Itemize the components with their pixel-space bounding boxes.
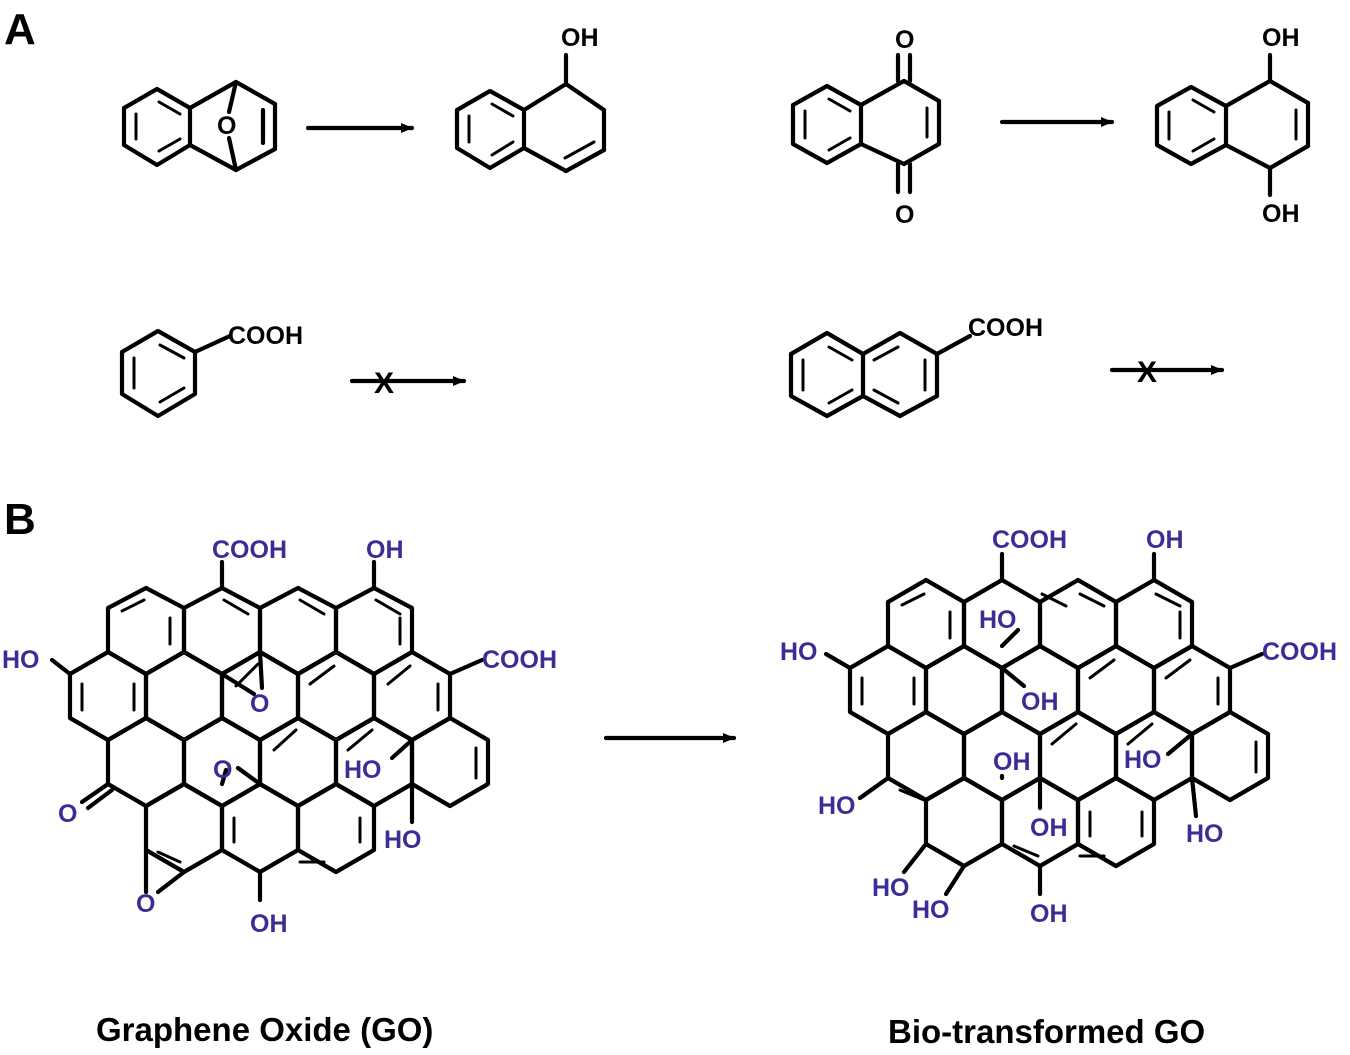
go-functional-group-bonds — [49, 559, 485, 903]
go-epoxy-bottom-label: O — [136, 890, 155, 918]
bridge-oxygen-label: O — [217, 112, 236, 140]
go-cooh-right-label: COOH — [482, 646, 557, 674]
bio-cooh-right-label: COOH — [1262, 638, 1337, 666]
carboxyl-label: COOH — [228, 322, 303, 350]
oh-label: OH — [561, 24, 599, 52]
oxabenzonorbornadiene-molecule: O — [121, 79, 278, 173]
panel-a-label: A — [4, 5, 36, 54]
go-cooh-top-label: COOH — [212, 536, 287, 564]
panel-b-label: B — [4, 495, 36, 544]
bio-oh-center-low-label: OH — [1030, 814, 1068, 842]
naphthoquinone-molecule: O O — [790, 26, 942, 229]
reaction-a1: O OH — [121, 24, 607, 174]
bio-ho-left-label: HO — [780, 638, 818, 666]
bio-ho-inner-label: HO — [979, 606, 1017, 634]
go-ho-left-label: HO — [2, 646, 40, 674]
bio-ho-lower-left-label: HO — [818, 792, 856, 820]
no-reaction-mark: X — [1137, 356, 1157, 389]
go-functional-groups: COOH OH HO COOH O O HO HO O O OH — [2, 536, 557, 938]
bio-go-caption: Bio-transformed GO — [888, 1013, 1205, 1050]
hydroxyl-top-label: OH — [1262, 24, 1300, 52]
go-caption: Graphene Oxide (GO) — [96, 1011, 433, 1048]
carboxyl-label: COOH — [968, 314, 1043, 342]
bio-oh-center-label: OH — [993, 748, 1031, 776]
reaction-a2: O O OH OH — [790, 24, 1311, 229]
go-aromatic-bonds — [80, 598, 478, 864]
go-ho-right-label: HO — [344, 756, 382, 784]
naphthoic-acid-molecule: COOH — [788, 314, 1043, 419]
bio-ho-right-label: HO — [1124, 746, 1162, 774]
go-ho-lower-right-label: HO — [384, 826, 422, 854]
go-ketone-label: O — [58, 800, 77, 828]
bio-oh-inner-label: OH — [1021, 688, 1059, 716]
hydroxyl-bottom-label: OH — [1262, 200, 1300, 228]
bio-oh-top-label: OH — [1146, 526, 1184, 554]
bio-go-functional-group-bonds — [823, 551, 1265, 897]
benzoic-acid-molecule: COOH — [119, 322, 303, 419]
go-epoxy-mid-label: O — [213, 756, 232, 784]
go-epoxy-center-label: O — [250, 690, 269, 718]
carbonyl-oxygen-top-label: O — [895, 26, 914, 54]
go-oh-bottom-label: OH — [250, 910, 288, 938]
bio-go-functional-groups: COOH OH HO HO OH COOH OH HO HO OH HO HO … — [780, 526, 1337, 928]
reaction-a3: COOH X — [119, 322, 467, 419]
reaction-a4: COOH X — [788, 314, 1225, 419]
graphene-oxide-structure: COOH OH HO COOH O O HO HO O O OH — [2, 536, 557, 938]
carbonyl-oxygen-bottom-label: O — [895, 201, 914, 229]
dihydronaphthalenediol-molecule: OH OH — [1154, 24, 1311, 228]
bio-ho-bottom-left-2-label: HO — [912, 896, 950, 924]
bio-ho-bottom-left-1-label: HO — [872, 874, 910, 902]
dihydronaphthol-molecule: OH — [454, 24, 607, 174]
bio-cooh-top-label: COOH — [992, 526, 1067, 554]
no-reaction-mark: X — [374, 367, 394, 400]
bio-ho-lower-right-label: HO — [1186, 820, 1224, 848]
go-carbon-lattice — [67, 585, 491, 875]
bio-oh-bottom-label: OH — [1030, 900, 1068, 928]
bio-transformed-go-structure: COOH OH HO HO OH COOH OH HO HO OH HO HO … — [780, 526, 1337, 928]
bio-go-aromatic-bonds — [860, 592, 1258, 858]
go-oh-top-label: OH — [366, 536, 404, 564]
